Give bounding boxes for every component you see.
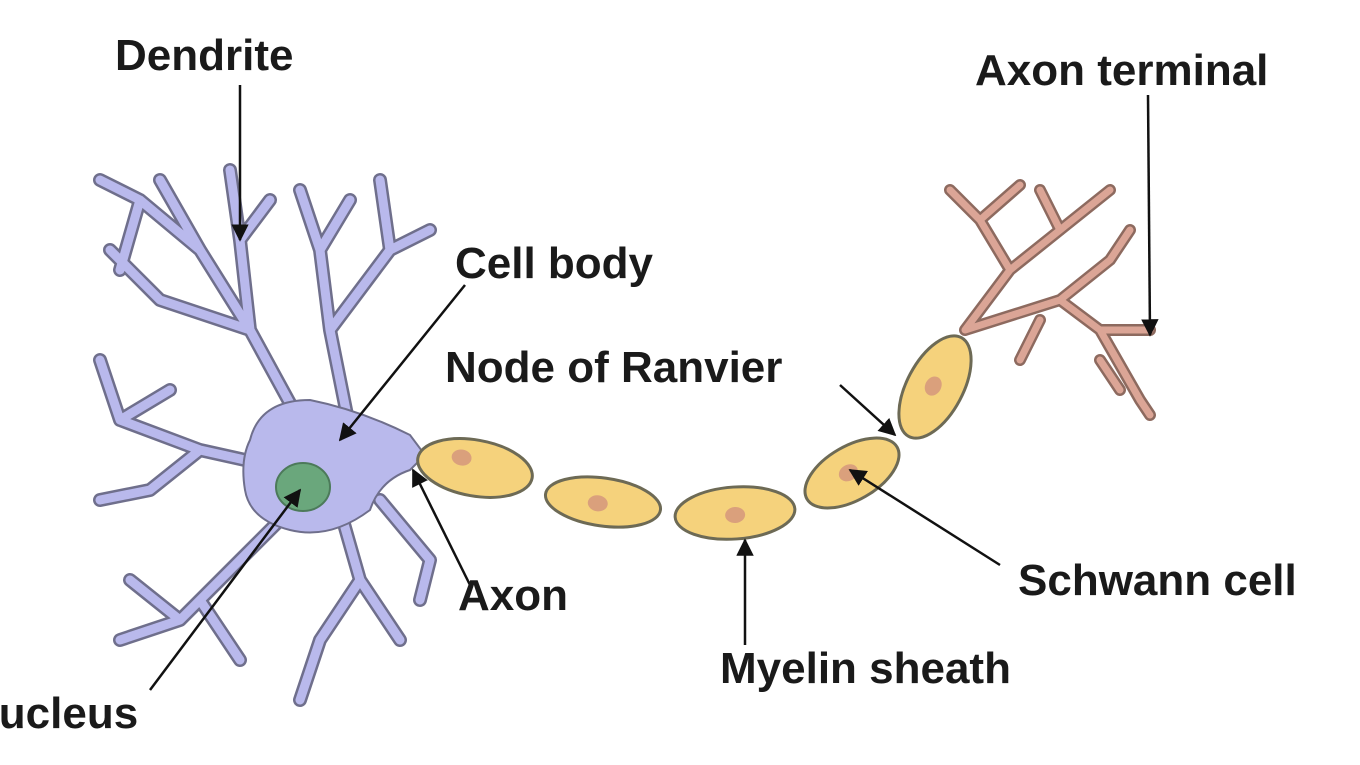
schwann-segment — [543, 475, 663, 529]
label-schwann-cell: Schwann cell — [1018, 556, 1297, 605]
label-axon-terminal: Axon terminal — [975, 46, 1268, 95]
label-cell-body: Cell body — [455, 239, 654, 288]
schwann-segment — [897, 334, 973, 440]
schwann-pointer — [848, 468, 1001, 567]
schwann-segment — [416, 437, 534, 499]
nucleus-pointer — [149, 488, 302, 691]
label-dendrite: Dendrite — [115, 31, 293, 80]
axon-pointer — [411, 468, 472, 586]
schwann-segment — [673, 485, 797, 541]
label-nucleus: Nucleus — [0, 689, 138, 738]
nucleus — [275, 462, 331, 512]
label-myelin-sheath: Myelin sheath — [720, 644, 1011, 693]
dendrites — [93, 163, 437, 707]
cell-body-pointer — [338, 284, 466, 442]
label-axon: Axon — [458, 571, 568, 620]
pointer-lines — [149, 85, 1159, 691]
axon-terminal — [944, 179, 1156, 421]
label-node-of-ranvier: Node of Ranvier — [445, 343, 782, 392]
node-pointer — [839, 384, 897, 437]
schwann-segment — [803, 436, 901, 510]
axon-terminal-pointer — [1141, 94, 1159, 337]
